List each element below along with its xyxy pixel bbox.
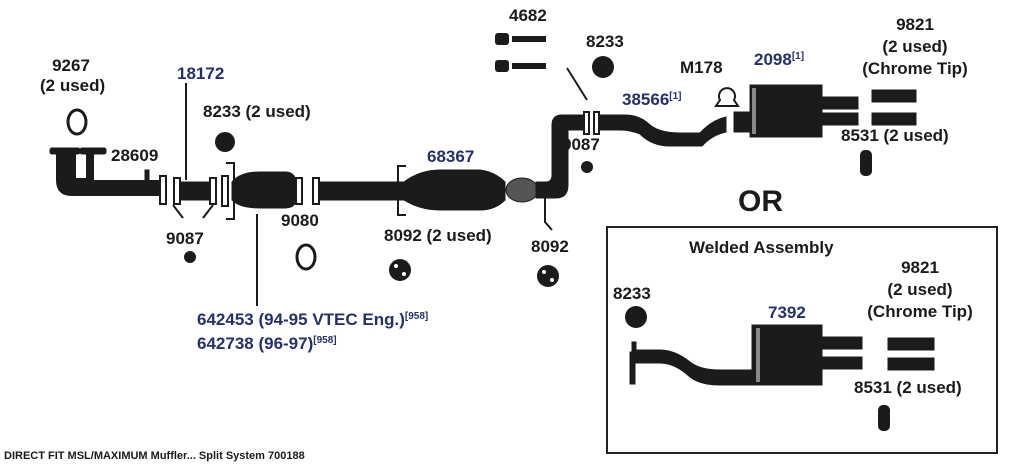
footer-caption: DIRECT FIT MSL/MAXIMUM Muffler... Split …: [4, 450, 305, 462]
gasket-9080: [295, 243, 317, 271]
part-M178-label: M178: [680, 58, 723, 77]
clamp-M178: [714, 87, 740, 107]
part-28609-label: 28609: [111, 146, 159, 165]
welded-assembly-title: Welded Assembly: [689, 238, 834, 257]
part-4682-label: 4682: [509, 6, 547, 25]
muffler-2098: [749, 84, 823, 138]
hanger-8233: [215, 132, 235, 152]
converter-642453: [231, 171, 297, 209]
part-8531-label: 8531 (2 used): [841, 126, 949, 145]
pipe-38566: [598, 114, 727, 147]
welded-part-8233-label: 8233: [613, 284, 651, 303]
pipe-segment: [318, 181, 405, 201]
hanger-8233-b: [592, 56, 614, 78]
part-9080-label: 9080: [281, 211, 319, 230]
welded-assembly-box: [606, 226, 998, 454]
part-2098-label: 2098[1]: [754, 50, 805, 69]
welded-part-8531-label: 8531 (2 used): [854, 378, 962, 397]
part-8092-b-label: 8092: [531, 237, 569, 256]
front-pipe-28609: [49, 147, 160, 196]
gasket-9267: [66, 108, 88, 136]
part-8092-label: 8092 (2 used): [384, 226, 492, 245]
or-label: OR: [738, 185, 783, 218]
part-9087-b-label: 9087: [562, 135, 600, 154]
hanger-8092: [389, 259, 411, 281]
part-9821-label: 9821(2 used)(Chrome Tip): [862, 15, 968, 78]
muffler-7392: [751, 324, 823, 386]
part-18172-label: 18172: [177, 64, 225, 83]
converter-642453-label: 642453 (94-95 VTEC Eng.)[958]: [197, 310, 429, 329]
part-8233-b-label: 8233: [586, 32, 624, 51]
flex-pipe: [505, 177, 539, 203]
part-9267-label: 9267(2 used): [40, 56, 106, 95]
mid-pipe: [535, 114, 585, 199]
part-68367-label: 68367: [427, 147, 475, 166]
welded-part-7392-label: 7392: [768, 303, 806, 322]
part-9087-label: 9087: [166, 229, 204, 248]
hanger-8092-b: [537, 265, 559, 287]
hanger-8233-welded: [625, 306, 647, 328]
converter-642738-label: 642738 (96-97)[958]: [197, 334, 337, 353]
resonator-68367: [403, 169, 506, 211]
part-38566-label: 38566[1]: [622, 90, 682, 109]
hanger-8531: [860, 150, 872, 176]
pipe-18172: [179, 181, 211, 201]
part-8233-label: 8233 (2 used): [203, 102, 311, 121]
hanger-8531-welded: [878, 405, 890, 431]
welded-part-9821-label: 9821(2 used)(Chrome Tip): [867, 258, 973, 321]
